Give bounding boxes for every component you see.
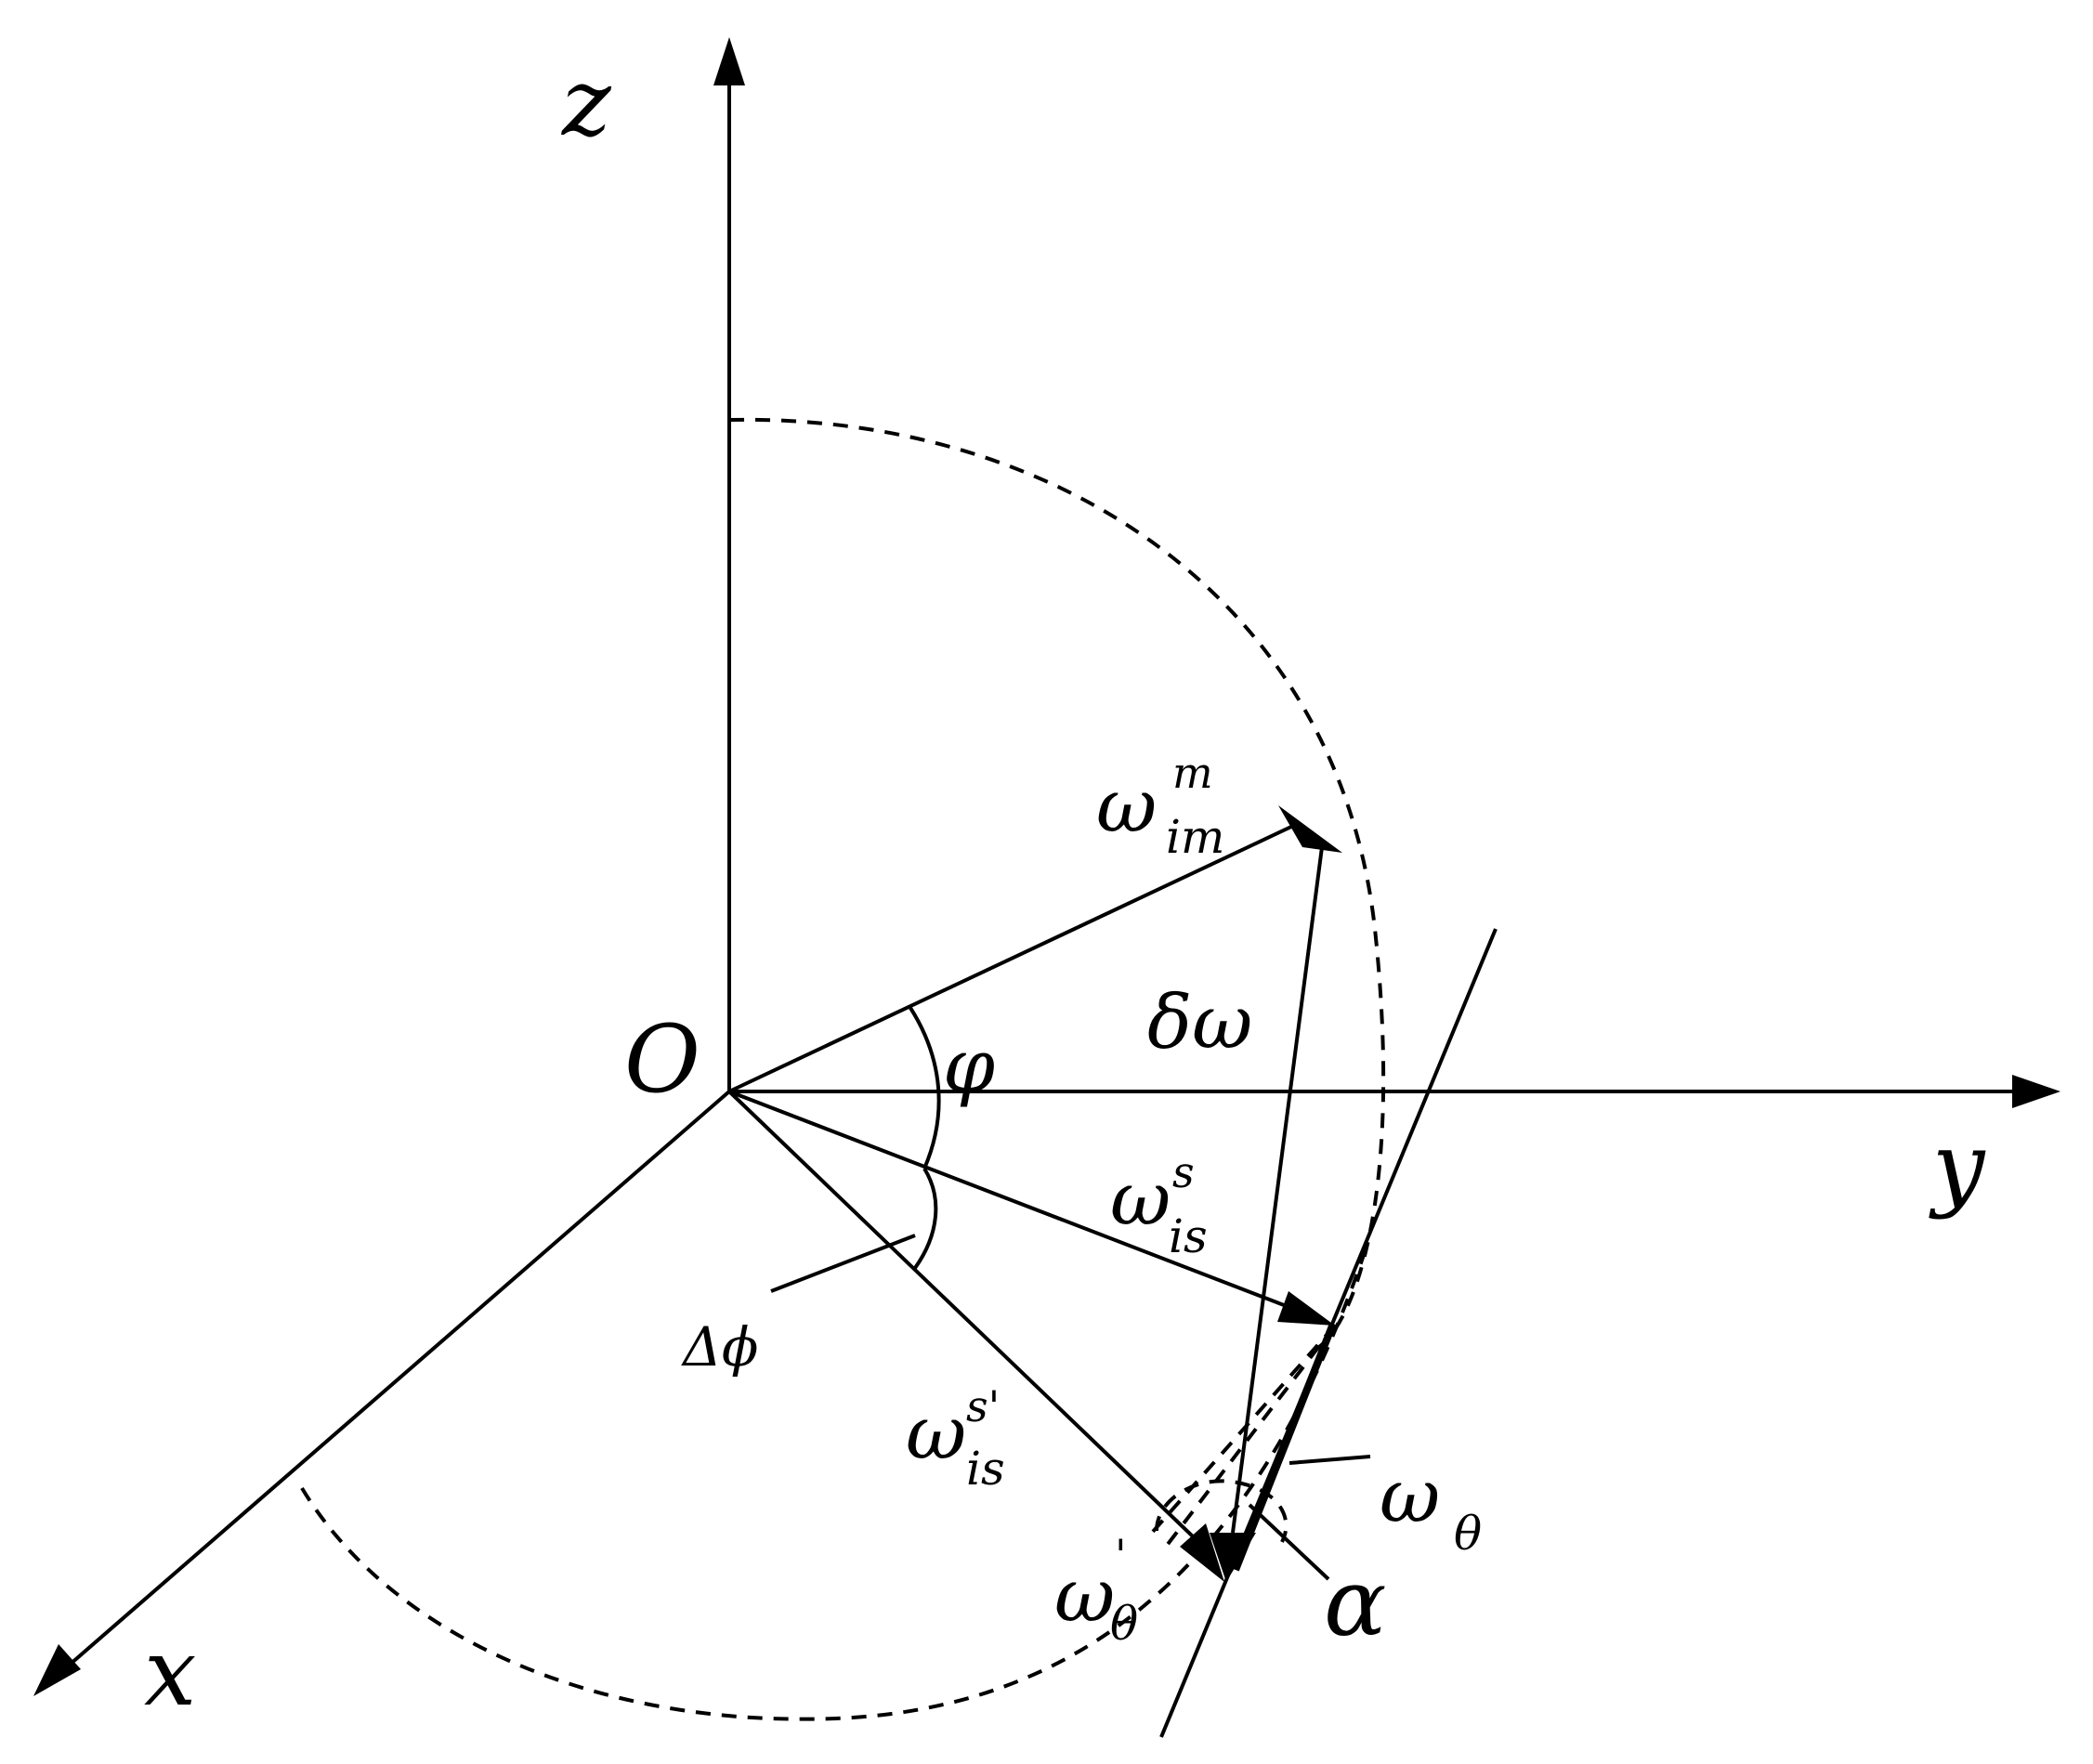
delta-phi-label: Δϕ — [681, 1315, 758, 1379]
omega-is-label: ω — [1110, 1156, 1171, 1242]
x-axis-arrowhead — [33, 1644, 81, 1696]
omega-im-arrowhead — [1278, 805, 1342, 853]
omega-is-prime-vector — [727, 1090, 1196, 1539]
omega-theta-prime-label: ω — [1054, 1552, 1115, 1639]
omega-is-sup: s — [1172, 1147, 1195, 1197]
omega-theta-label: ω — [1380, 1453, 1440, 1539]
omega-im-label: ω — [1096, 763, 1157, 849]
omega-im-sup: m — [1172, 748, 1213, 798]
omega-is-sub: is — [1169, 1209, 1208, 1263]
delta-omega-vector — [1231, 846, 1324, 1534]
phi-angle-arc — [909, 1006, 941, 1169]
tangent-line — [1159, 928, 1498, 1738]
omega-is-prime-sub: is — [966, 1442, 1005, 1496]
x-axis-label: x — [144, 1618, 196, 1727]
omega-is-prime-arrowhead — [1180, 1523, 1224, 1582]
omega-theta-prime-sub: θ — [1110, 1597, 1138, 1651]
origin-label: O — [624, 1005, 700, 1114]
omega-im-sub: im — [1166, 810, 1224, 864]
omega-is-prime-label: ω — [906, 1390, 966, 1476]
dashed-helper-1 — [1150, 1324, 1337, 1535]
omega-is-prime-sup: s' — [966, 1381, 1000, 1431]
dashed-helper-2 — [1164, 1324, 1337, 1548]
delta-omega-label: δω — [1147, 979, 1252, 1065]
phi-label: φ — [943, 1023, 995, 1109]
x-axis — [68, 1090, 731, 1666]
alpha-label: α — [1324, 1548, 1387, 1657]
z-axis-arrowhead — [713, 37, 745, 85]
z-axis-label: z — [561, 48, 612, 157]
y-axis-label: y — [1929, 1112, 1986, 1221]
omega-theta-leader — [1289, 1455, 1371, 1465]
dashed-arc-large — [728, 417, 1386, 1349]
omega-theta-sub: θ — [1454, 1507, 1482, 1561]
dashed-arc-bottom — [300, 1248, 1367, 1721]
delta-phi-leader — [770, 1234, 916, 1293]
omega-theta-prime-sup: ' — [1115, 1530, 1127, 1580]
alpha-leader — [1248, 1503, 1330, 1581]
omega-is-vector — [728, 1090, 1297, 1312]
y-axis-arrowhead — [2012, 1075, 2060, 1108]
omega-is-arrowhead — [1277, 1291, 1335, 1326]
delta-phi-angle-arc — [913, 1167, 938, 1270]
dashed-small-circle — [1155, 1479, 1289, 1543]
omega-im-vector — [728, 825, 1292, 1093]
